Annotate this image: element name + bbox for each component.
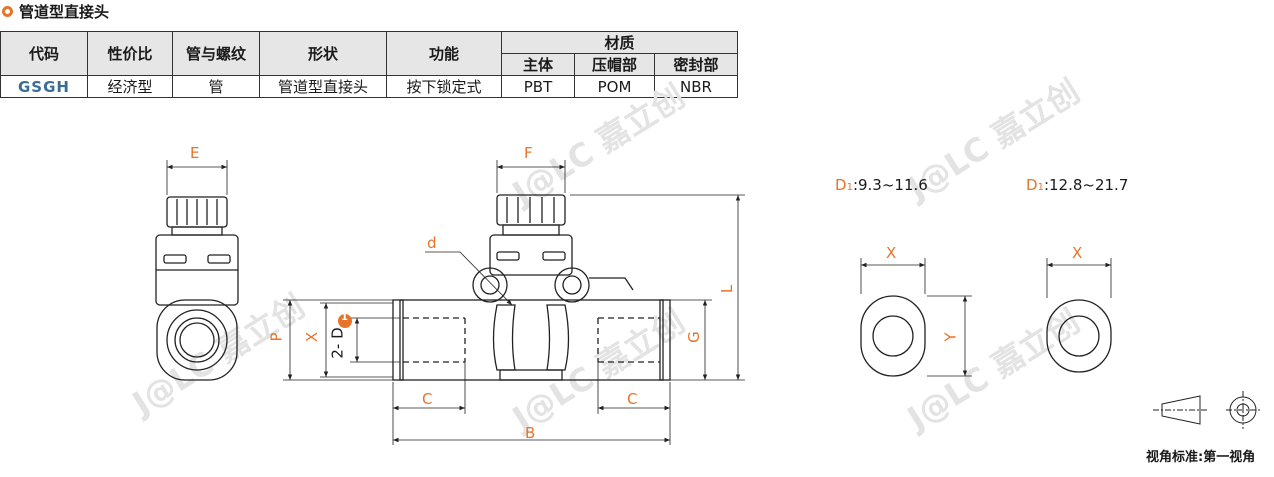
header-code: 代码	[0, 31, 88, 76]
section-title-text: 管道型直接头	[19, 2, 110, 21]
dim-d-label: d	[427, 234, 437, 252]
cell-cap: POM	[574, 75, 655, 98]
cell-tube: 管	[172, 75, 260, 98]
circle-bullet-icon	[2, 5, 13, 17]
dim-e-label: E	[190, 144, 200, 162]
dim-d1-badge-number: 1	[341, 312, 348, 323]
dim-b-label: B	[525, 424, 536, 442]
header-seal: 密封部	[653, 53, 739, 76]
range-b-sub: 1	[1037, 182, 1044, 193]
range-b-value: :12.8~21.7	[1043, 176, 1129, 194]
dim-x-label: X	[303, 331, 322, 343]
dim-xa-label: X	[886, 244, 897, 262]
header-value: 性价比	[87, 31, 173, 76]
end-view-a	[860, 258, 972, 377]
header-shape: 形状	[259, 31, 387, 76]
range-b: D1:12.8~21.7	[1026, 176, 1128, 194]
side-view	[155, 160, 239, 381]
spec-table: 代码 性价比 管与螺纹 形状 功能 材质 主体 压帽部 密封部 GSGH 经济型…	[0, 31, 739, 98]
header-body: 主体	[501, 53, 575, 76]
cell-value: 经济型	[87, 75, 173, 98]
dim-f-label: F	[524, 144, 533, 162]
range-b-label: D	[1026, 176, 1038, 194]
range-a-value: :9.3~11.6	[852, 176, 928, 194]
dim-g-label: G	[684, 331, 703, 343]
cell-body: PBT	[501, 75, 575, 98]
cell-shape: 管道型直接头	[259, 75, 387, 98]
header-cap: 压帽部	[574, 53, 655, 76]
cell-function: 按下锁定式	[386, 75, 502, 98]
dim-d1-label: 2- D	[328, 327, 347, 359]
range-a-label: D	[835, 176, 847, 194]
table-row: GSGH 经济型 管 管道型直接头 按下锁定式 PBT POM NBR	[0, 75, 739, 98]
dim-p-label: P	[267, 332, 286, 342]
dim-xb-label: X	[1072, 244, 1083, 262]
first-angle-projection-icon	[1153, 391, 1260, 429]
dim-c-left-label: C	[422, 390, 433, 408]
front-view	[283, 160, 745, 445]
header-function: 功能	[386, 31, 502, 76]
view-standard-caption: 视角标准:第一视角	[1146, 450, 1256, 465]
cell-code: GSGH	[0, 75, 88, 98]
dim-c-right-label: C	[627, 390, 638, 408]
end-view-b	[1046, 258, 1112, 373]
range-a-sub: 1	[846, 182, 853, 193]
cell-seal: NBR	[653, 75, 739, 98]
range-a: D1:9.3~11.6	[835, 176, 928, 194]
dim-l-label: L	[718, 284, 737, 294]
section-title: 管道型直接头	[2, 0, 109, 22]
dim-y-label: Y	[941, 332, 960, 342]
d1-badge-icon	[338, 314, 352, 328]
